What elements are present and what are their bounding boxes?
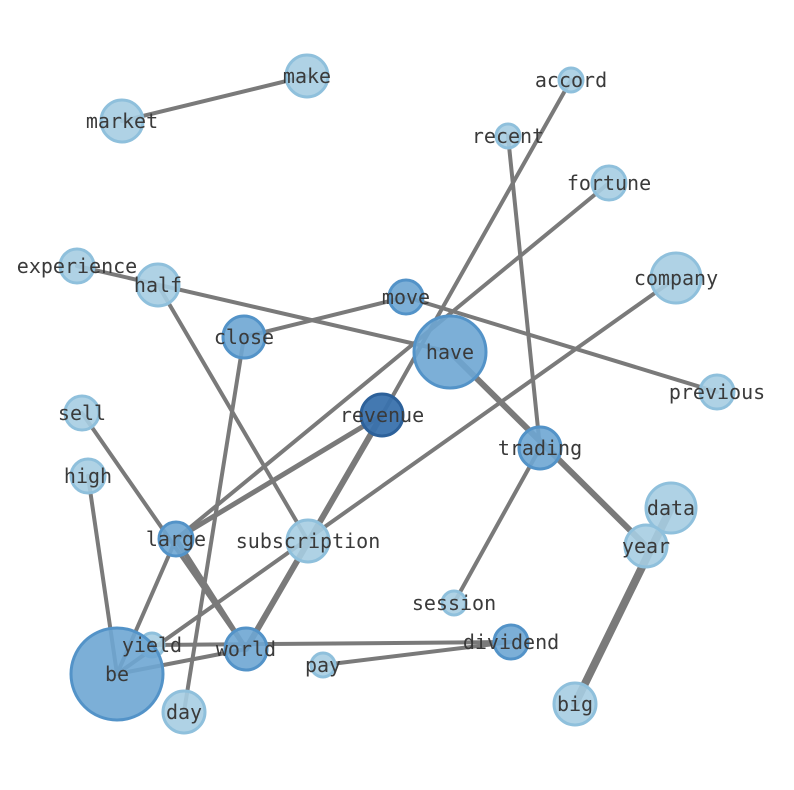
node-label-big: big (557, 692, 593, 716)
node-label-fortune: fortune (567, 171, 651, 195)
edge-close-day (182, 335, 246, 714)
node-label-dividend: dividend (463, 630, 559, 654)
node-label-previous: previous (669, 380, 765, 404)
node-label-move: move (382, 285, 430, 309)
node-label-trading: trading (498, 436, 582, 460)
edge-trading-session (452, 446, 542, 605)
edge-recent-trading (506, 134, 542, 450)
node-label-revenue: revenue (340, 403, 424, 427)
node-label-make: make (283, 64, 331, 88)
node-label-pay: pay (305, 653, 341, 677)
node-label-sell: sell (58, 401, 106, 425)
node-move (387, 278, 425, 316)
node-trading (517, 425, 563, 471)
edge-market-make (120, 74, 309, 123)
node-close (221, 314, 267, 360)
node-label-accord: accord (535, 68, 607, 92)
node-session (440, 589, 468, 617)
node-world (223, 626, 269, 672)
node-fortune (590, 164, 628, 202)
node-experience (58, 247, 96, 285)
node-company (649, 251, 703, 305)
node-label-yield: yield (122, 633, 182, 657)
edge-yield-dividend (150, 640, 513, 647)
node-label-large: large (146, 527, 206, 551)
node-big (552, 681, 598, 727)
node-dividend (492, 623, 530, 661)
edge-close-move (242, 295, 408, 339)
node-label-half: half (134, 273, 182, 297)
node-label-be: be (105, 662, 129, 686)
node-label-year: year (622, 534, 670, 558)
node-make (284, 53, 330, 99)
node-recent (494, 122, 522, 150)
edge-fortune-large (174, 181, 611, 541)
edges-layer (75, 74, 719, 714)
node-label-recent: recent (472, 124, 544, 148)
node-label-experience: experience (17, 254, 137, 278)
node-label-session: session (412, 591, 496, 615)
edge-company-be (115, 276, 678, 676)
node-label-high: high (64, 464, 112, 488)
node-label-close: close (214, 325, 274, 349)
node-label-data: data (647, 496, 695, 520)
node-year (623, 523, 669, 569)
labels-layer: makemarketaccordrecentfortuneexperienceh… (17, 64, 765, 724)
node-high (69, 457, 107, 495)
node-be (69, 626, 165, 722)
node-day (161, 689, 207, 735)
node-label-subscription: subscription (236, 529, 381, 553)
node-market (99, 98, 145, 144)
node-label-company: company (634, 266, 718, 290)
node-accord (557, 66, 585, 94)
node-subscription (285, 518, 331, 564)
edge-move-previous (404, 295, 719, 394)
node-half (135, 262, 181, 308)
node-revenue (359, 392, 405, 438)
node-data (644, 481, 698, 535)
node-previous (698, 373, 736, 411)
node-have (412, 314, 488, 390)
node-label-have: have (426, 340, 474, 364)
edge-revenue-large (173, 412, 385, 542)
node-sell (63, 394, 101, 432)
edge-pay-dividend (321, 640, 513, 667)
node-label-day: day (166, 700, 202, 724)
node-large (157, 520, 195, 558)
node-pay (309, 651, 337, 679)
nodes-layer (58, 53, 736, 735)
node-label-world: world (216, 637, 276, 661)
node-label-market: market (86, 109, 158, 133)
